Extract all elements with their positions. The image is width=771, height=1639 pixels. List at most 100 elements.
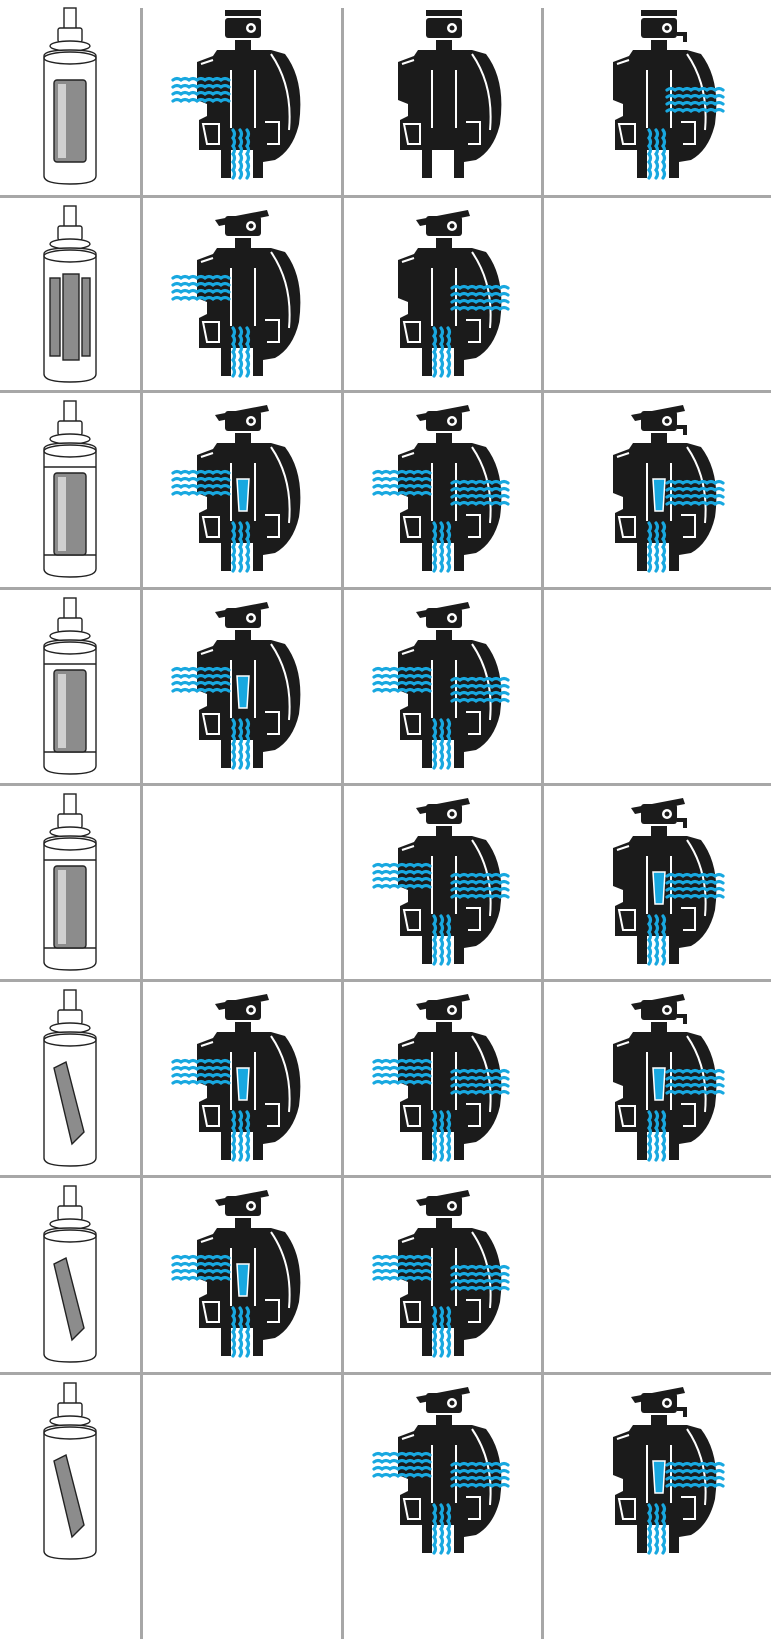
row-divider: [0, 783, 771, 786]
handle-icon: [641, 10, 687, 42]
cartridge-icon: [0, 1178, 140, 1368]
valve-window: [653, 1068, 665, 1100]
cartridge-icon: [0, 982, 140, 1172]
water-flow-bottom: [233, 130, 249, 178]
cartridge-icon: [0, 786, 140, 976]
cartridge-icon: [0, 590, 140, 780]
handle-icon: [631, 1387, 687, 1417]
water-flow-bottom: [434, 1308, 450, 1356]
handle-icon: [416, 405, 470, 431]
valve-cutaway-icon: [368, 0, 518, 190]
valve-window: [653, 479, 665, 511]
water-flow-bottom: [649, 130, 665, 178]
cartridge-cell: [0, 0, 140, 197]
column-divider: [541, 8, 544, 1639]
valve-row: [0, 786, 771, 981]
handle-icon: [215, 994, 269, 1020]
cartridge-icon: [0, 0, 140, 190]
handle-icon: [215, 405, 269, 431]
empty-cell: [544, 198, 771, 392]
valve-cutaway-icon: [167, 982, 317, 1172]
valve-cell: [143, 393, 341, 589]
cartridge-cell: [0, 982, 140, 1177]
handle-icon: [631, 994, 687, 1024]
valve-window: [237, 1264, 249, 1296]
empty-cell: [143, 1375, 341, 1639]
valve-cell: [143, 1178, 341, 1374]
valve-cutaway-icon: [167, 0, 317, 190]
water-flow-bottom: [434, 1505, 450, 1553]
valve-cell: [344, 0, 541, 197]
empty-cell: [544, 590, 771, 785]
valve-cutaway-icon: [583, 982, 733, 1172]
valve-cell: [344, 1178, 541, 1374]
valve-cell: [544, 982, 771, 1177]
water-flow-bottom: [649, 916, 665, 964]
valve-row: [0, 198, 771, 392]
valve-cutaway-icon: [167, 1178, 317, 1368]
valve-cell: [143, 982, 341, 1177]
valve-cutaway-icon: [583, 1375, 733, 1565]
valve-row: [0, 393, 771, 589]
valve-cell: [344, 982, 541, 1177]
valve-window: [237, 676, 249, 708]
valve-cell: [544, 786, 771, 981]
cartridge-cell: [0, 1375, 140, 1639]
valve-window: [653, 1461, 665, 1493]
valve-cell: [544, 0, 771, 197]
valve-window: [237, 1068, 249, 1100]
water-flow-bottom: [233, 720, 249, 768]
cartridge-icon: [0, 1375, 140, 1565]
cartridge-cell: [0, 590, 140, 785]
valve-row: [0, 0, 771, 197]
valve-cell: [344, 786, 541, 981]
column-divider: [341, 8, 344, 1639]
valve-cutaway-icon: [368, 198, 518, 388]
valve-cell: [143, 590, 341, 785]
row-divider: [0, 587, 771, 590]
cartridge-cell: [0, 198, 140, 392]
handle-icon: [215, 1190, 269, 1216]
cartridge-icon: [0, 198, 140, 388]
row-divider: [0, 1175, 771, 1178]
valve-window: [237, 479, 249, 511]
row-divider: [0, 390, 771, 393]
handle-icon: [416, 994, 470, 1020]
cartridge-cell: [0, 786, 140, 981]
valve-cutaway-icon: [167, 198, 317, 388]
valve-cutaway-icon: [368, 393, 518, 583]
cartridge-cell: [0, 1178, 140, 1374]
valve-cutaway-icon: [368, 786, 518, 976]
valve-cutaway-icon: [583, 0, 733, 190]
valve-cutaway-icon: [167, 393, 317, 583]
handle-icon: [215, 210, 269, 236]
row-divider: [0, 195, 771, 198]
handle-icon: [426, 10, 462, 38]
valve-cell: [544, 393, 771, 589]
valve-row: [0, 1375, 771, 1639]
water-flow-bottom: [649, 1112, 665, 1160]
valve-cell: [344, 1375, 541, 1639]
handle-icon: [416, 210, 470, 236]
row-divider: [0, 979, 771, 982]
valve-cutaway-icon: [583, 393, 733, 583]
handle-icon: [416, 1387, 470, 1413]
row-divider: [0, 1372, 771, 1375]
valve-cell: [344, 590, 541, 785]
valve-cell: [143, 198, 341, 392]
water-flow-bottom: [434, 720, 450, 768]
valve-row: [0, 590, 771, 785]
valve-row: [0, 1178, 771, 1374]
water-flow-bottom: [434, 1112, 450, 1160]
water-flow-bottom: [233, 328, 249, 376]
valve-window: [653, 872, 665, 904]
handle-icon: [416, 1190, 470, 1216]
water-flow-bottom: [233, 523, 249, 571]
cartridge-icon: [0, 393, 140, 583]
cartridge-cell: [0, 393, 140, 589]
water-flow-bottom: [649, 1505, 665, 1553]
empty-cell: [544, 1178, 771, 1374]
water-flow-bottom: [233, 1112, 249, 1160]
valve-cell: [544, 1375, 771, 1639]
